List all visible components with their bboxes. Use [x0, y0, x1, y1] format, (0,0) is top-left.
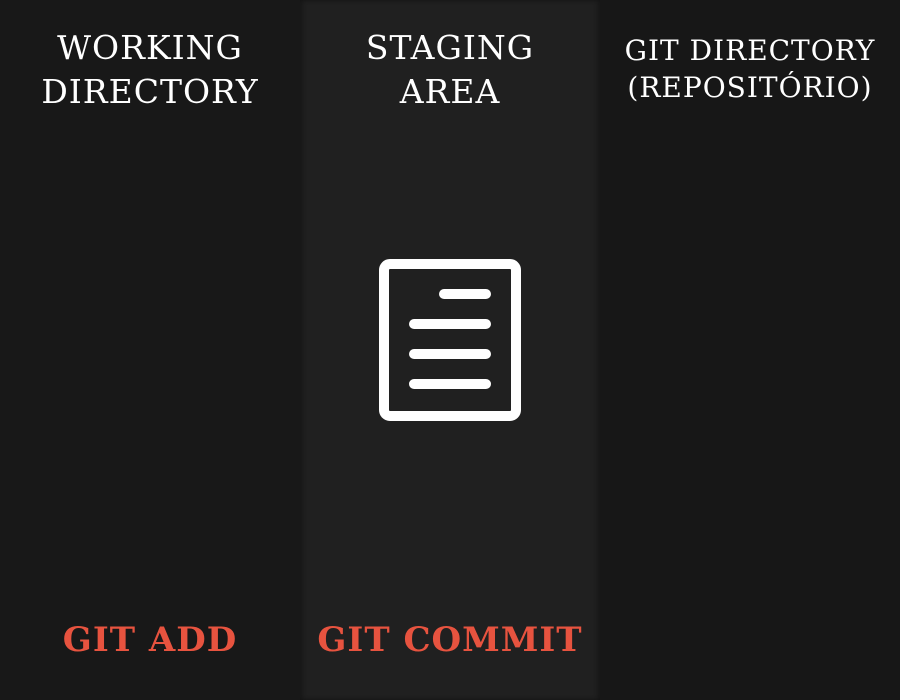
working-directory-column: WORKING DIRECTORY GIT ADD [0, 0, 300, 700]
git-commit-label: GIT COMMIT [317, 620, 583, 660]
document-icon [379, 259, 521, 421]
staging-area-title-line-2: AREA [399, 72, 501, 111]
staging-area-column: STAGING AREA GIT COMMIT [300, 0, 600, 700]
staging-area-title-line-1: STAGING [365, 28, 535, 67]
git-directory-column: GIT DIRECTORY (REPOSITÓRIO) [600, 0, 900, 700]
git-add-label: GIT ADD [62, 620, 238, 660]
staging-area-title: STAGING AREA [300, 26, 600, 114]
working-directory-title-line-1: WORKING [57, 28, 243, 67]
git-directory-title-line-2: (REPOSITÓRIO) [627, 71, 873, 104]
working-directory-title: WORKING DIRECTORY [0, 26, 300, 114]
git-directory-title: GIT DIRECTORY (REPOSITÓRIO) [600, 32, 900, 106]
working-directory-title-line-2: DIRECTORY [41, 72, 259, 111]
git-directory-title-line-1: GIT DIRECTORY [624, 34, 876, 67]
